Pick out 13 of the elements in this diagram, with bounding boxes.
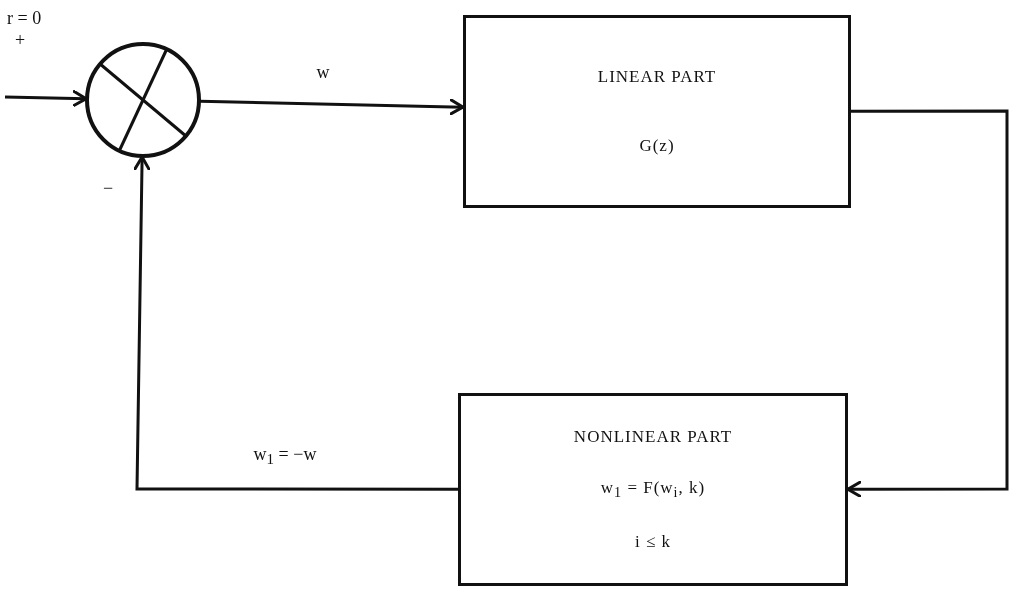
arrow [133,155,458,491]
sign-label: − [102,178,115,199]
input-label: r = 0 [6,8,43,29]
formula-text: i ≤ k [634,532,672,553]
formula-text: w$_{1}$ = F(w$_{i}$, k) [600,477,706,502]
summing-junction-circle [85,42,201,158]
sign-label: + [14,30,27,51]
block-box [458,393,848,586]
block-box [463,15,851,208]
formula-text: G(z) [639,136,675,156]
arrow [846,109,1009,498]
block-title: NONLINEAR PART [573,426,733,447]
block-title: LINEAR PART [597,67,717,87]
